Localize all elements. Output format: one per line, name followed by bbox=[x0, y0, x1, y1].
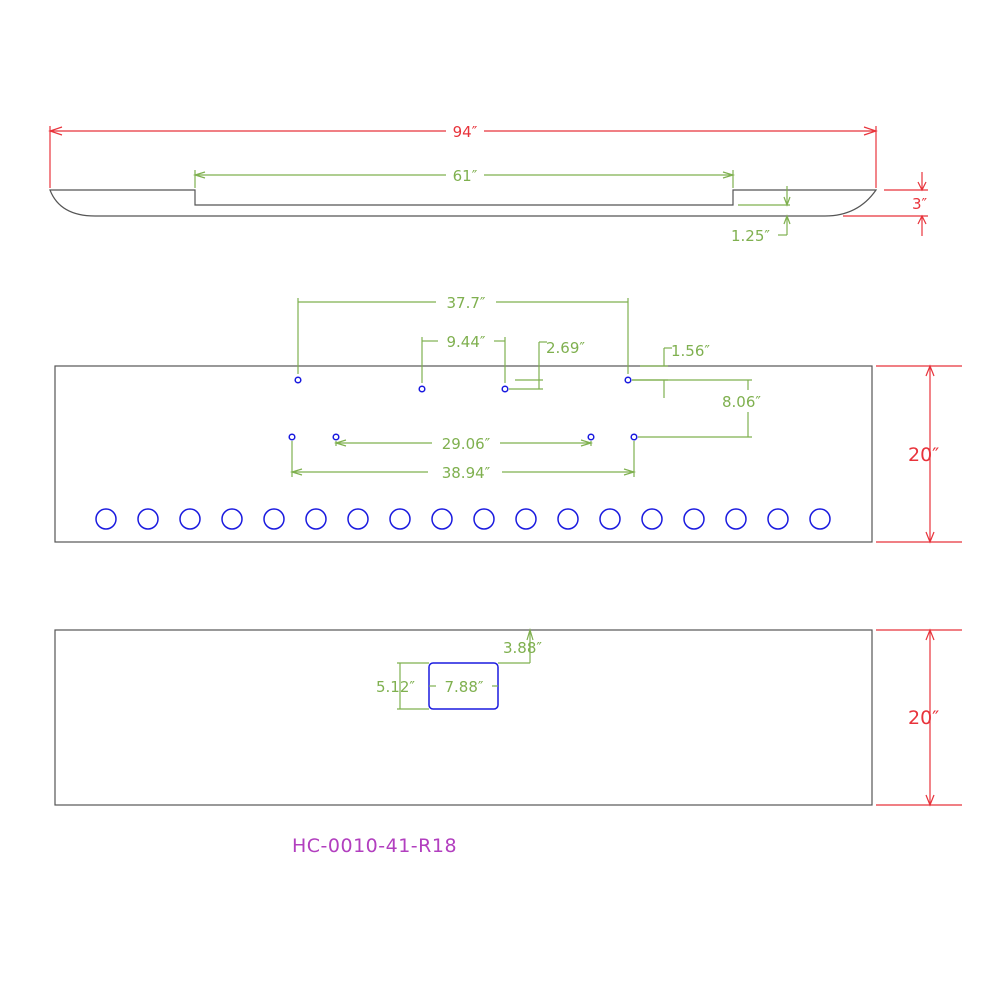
light-hole bbox=[809, 508, 831, 530]
hole-offset-small-dimension: 1.56″ bbox=[632, 342, 710, 398]
cutout-height-dimension: 5.12″ bbox=[376, 662, 429, 710]
hole-offset-small-label: 1.56″ bbox=[671, 342, 710, 360]
light-hole bbox=[95, 508, 117, 530]
hole-gap-b-label: 2.69″ bbox=[546, 339, 585, 357]
height-dimension: 3″ bbox=[843, 172, 928, 236]
cutout-offset-label: 3.88″ bbox=[503, 639, 542, 657]
step-depth-label: 1.25″ bbox=[731, 227, 770, 245]
mounting-hole bbox=[332, 433, 340, 441]
mounting-hole bbox=[587, 433, 595, 441]
light-hole bbox=[725, 508, 747, 530]
hole-span-top-label: 37.7″ bbox=[446, 294, 485, 312]
light-hole bbox=[431, 508, 453, 530]
step-depth-dimension: 1.25″ bbox=[731, 186, 791, 245]
bottom-view: 3.88″ 5.12″ 7.88″ 20″ bbox=[54, 627, 962, 807]
mounting-hole bbox=[294, 376, 302, 384]
cutout-offset-dimension: 3.88″ bbox=[498, 627, 542, 664]
outer-hole-span-label: 38.94″ bbox=[442, 464, 491, 482]
mounting-hole bbox=[418, 385, 426, 393]
bottom-view-outline bbox=[54, 629, 873, 806]
cutout-height-label: 5.12″ bbox=[376, 678, 415, 696]
hole-gap-a-dimension: 9.44″ bbox=[421, 333, 506, 383]
light-hole bbox=[473, 508, 495, 530]
inner-hole-span-dimension: 29.06″ bbox=[333, 435, 594, 453]
light-hole bbox=[179, 508, 201, 530]
inner-hole-span-label: 29.06″ bbox=[442, 435, 491, 453]
top-view-outline bbox=[54, 365, 873, 543]
mounting-hole bbox=[630, 433, 638, 441]
top-view: 37.7″ 9.44″ 2.69″ 1.56″ bbox=[54, 294, 962, 544]
light-hole bbox=[683, 508, 705, 530]
hole-span-top-dimension: 37.7″ bbox=[297, 294, 629, 374]
outer-hole-span-dimension: 38.94″ bbox=[289, 441, 637, 482]
light-hole bbox=[137, 508, 159, 530]
light-hole bbox=[389, 508, 411, 530]
light-hole bbox=[347, 508, 369, 530]
top-view-width-label: 20″ bbox=[908, 444, 939, 466]
hole-gap-b-dimension: 2.69″ bbox=[509, 339, 585, 390]
overall-length-dimension: 94″ bbox=[48, 123, 878, 188]
bottom-view-width-dimension: 20″ bbox=[876, 628, 962, 807]
mounting-hole bbox=[624, 376, 632, 384]
cutout-width-label: 7.88″ bbox=[444, 678, 483, 696]
light-hole bbox=[305, 508, 327, 530]
light-hole bbox=[515, 508, 537, 530]
side-view: 94″ 61″ 3″ bbox=[48, 123, 928, 245]
step-length-dimension: 61″ bbox=[192, 167, 736, 188]
bottom-view-width-label: 20″ bbox=[908, 707, 939, 729]
light-hole bbox=[599, 508, 621, 530]
height-label: 3″ bbox=[912, 195, 928, 213]
row-spacing-dimension: 8.06″ bbox=[632, 379, 761, 438]
mounting-hole bbox=[288, 433, 296, 441]
row-spacing-label: 8.06″ bbox=[722, 393, 761, 411]
light-hole bbox=[767, 508, 789, 530]
light-hole bbox=[641, 508, 663, 530]
hole-gap-a-label: 9.44″ bbox=[446, 333, 485, 351]
overall-length-label: 94″ bbox=[453, 123, 478, 141]
cutout-width-dimension: 7.88″ bbox=[429, 678, 498, 696]
mounting-hole bbox=[501, 385, 509, 393]
light-hole bbox=[557, 508, 579, 530]
light-hole bbox=[221, 508, 243, 530]
light-hole bbox=[263, 508, 285, 530]
part-number: HC-0010-41-R18 bbox=[292, 835, 457, 857]
side-profile-outline bbox=[49, 189, 878, 217]
light-hole-row bbox=[95, 508, 831, 530]
step-length-label: 61″ bbox=[453, 167, 478, 185]
top-view-width-dimension: 20″ bbox=[876, 364, 962, 544]
